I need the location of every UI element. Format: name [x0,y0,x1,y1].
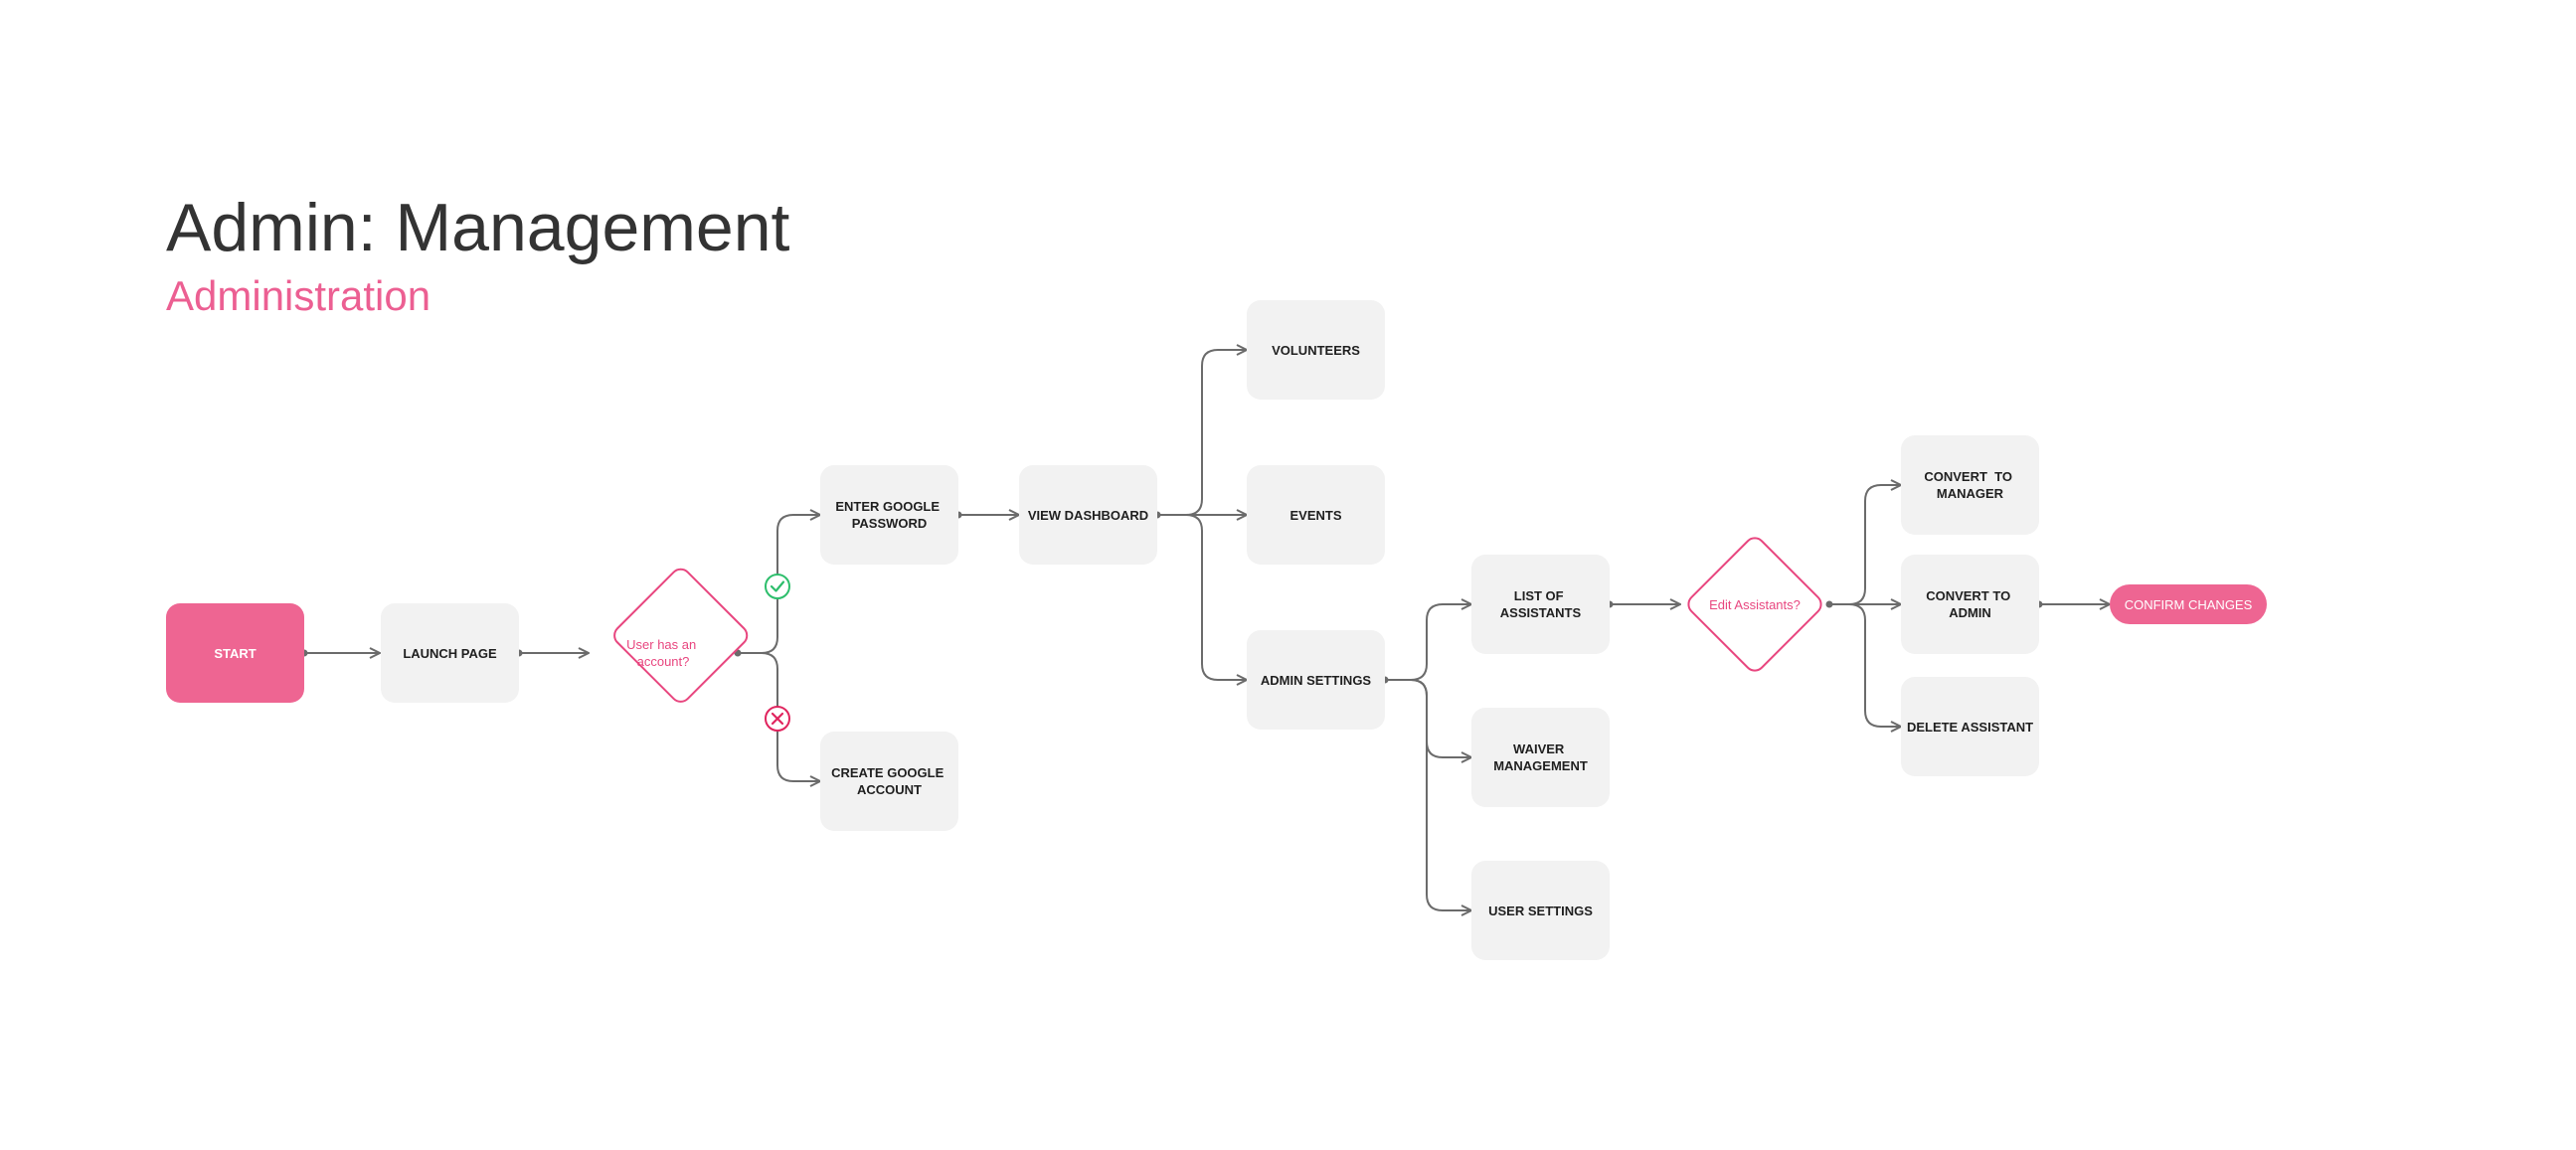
edge-dashboard-admin [1185,514,1247,680]
edge-no-create [761,652,820,781]
edge-admin-list [1385,604,1471,681]
waiver-management-node[interactable]: WAIVER MANAGEMENT [1471,708,1610,807]
admin-settings-node-label: ADMIN SETTINGS [1261,673,1372,688]
convert-manager-node[interactable]: CONVERT TO MANAGER [1901,435,2039,535]
launch-page-node[interactable]: LAUNCH PAGE [381,603,519,703]
confirm-changes-label: CONFIRM CHANGES [2125,597,2253,612]
events-node[interactable]: EVENTS [1247,465,1385,565]
convert-manager-node-label: CONVERT TO MANAGER [1924,469,2015,501]
edge-admin-user-settings [1410,679,1471,910]
start-node[interactable]: START [166,603,304,703]
x-circle-icon [765,706,790,732]
edge-edit-manager [1829,485,1901,605]
user-settings-node[interactable]: USER SETTINGS [1471,861,1610,960]
enter-password-node-label: ENTER GOOGLE PASSWORD [835,499,943,531]
events-node-label: EVENTS [1289,508,1341,523]
create-account-node-label: CREATE GOOGLE ACCOUNT [831,765,947,797]
check-circle-icon [765,574,790,599]
edge-dashboard-volunteers [1157,350,1247,516]
launch-page-node-label: LAUNCH PAGE [403,646,497,661]
list-assistants-node-label: LIST OF ASSISTANTS [1500,588,1582,620]
edit-assistants-decision-label: Edit Assistants? [1709,597,1801,612]
volunteers-node[interactable]: VOLUNTEERS [1247,300,1385,400]
volunteers-node-label: VOLUNTEERS [1272,343,1360,358]
delete-assistant-node[interactable]: DELETE ASSISTANT [1901,677,2039,776]
convert-admin-node-label: CONVERT TO ADMIN [1926,588,2014,620]
view-dashboard-node-label: VIEW DASHBOARD [1028,508,1148,523]
page-subtitle: Administration [166,272,430,319]
has-account-decision[interactable]: User has an account? [610,566,751,706]
connector-dot [1825,600,1833,608]
list-assistants-node[interactable]: LIST OF ASSISTANTS [1471,555,1610,654]
create-account-node[interactable]: CREATE GOOGLE ACCOUNT [820,732,958,831]
has-account-decision-label: User has an account? [626,637,700,669]
enter-password-node[interactable]: ENTER GOOGLE PASSWORD [820,465,958,565]
convert-admin-node[interactable]: CONVERT TO ADMIN [1901,555,2039,654]
view-dashboard-node[interactable]: VIEW DASHBOARD [1019,465,1157,565]
confirm-changes-button[interactable]: CONFIRM CHANGES [2110,584,2267,624]
admin-settings-node[interactable]: ADMIN SETTINGS [1247,630,1385,730]
user-settings-node-label: USER SETTINGS [1488,904,1593,918]
edges [304,350,2110,910]
delete-assistant-node-label: DELETE ASSISTANT [1907,720,2033,735]
edit-assistants-decision[interactable]: Edit Assistants? [1684,534,1824,674]
page-title: Admin: Management [166,190,790,265]
edge-edit-delete [1848,603,1901,727]
start-node-label: START [214,646,256,661]
edge-admin-waiver [1410,679,1471,757]
waiver-management-node-label: WAIVER MANAGEMENT [1493,741,1588,773]
